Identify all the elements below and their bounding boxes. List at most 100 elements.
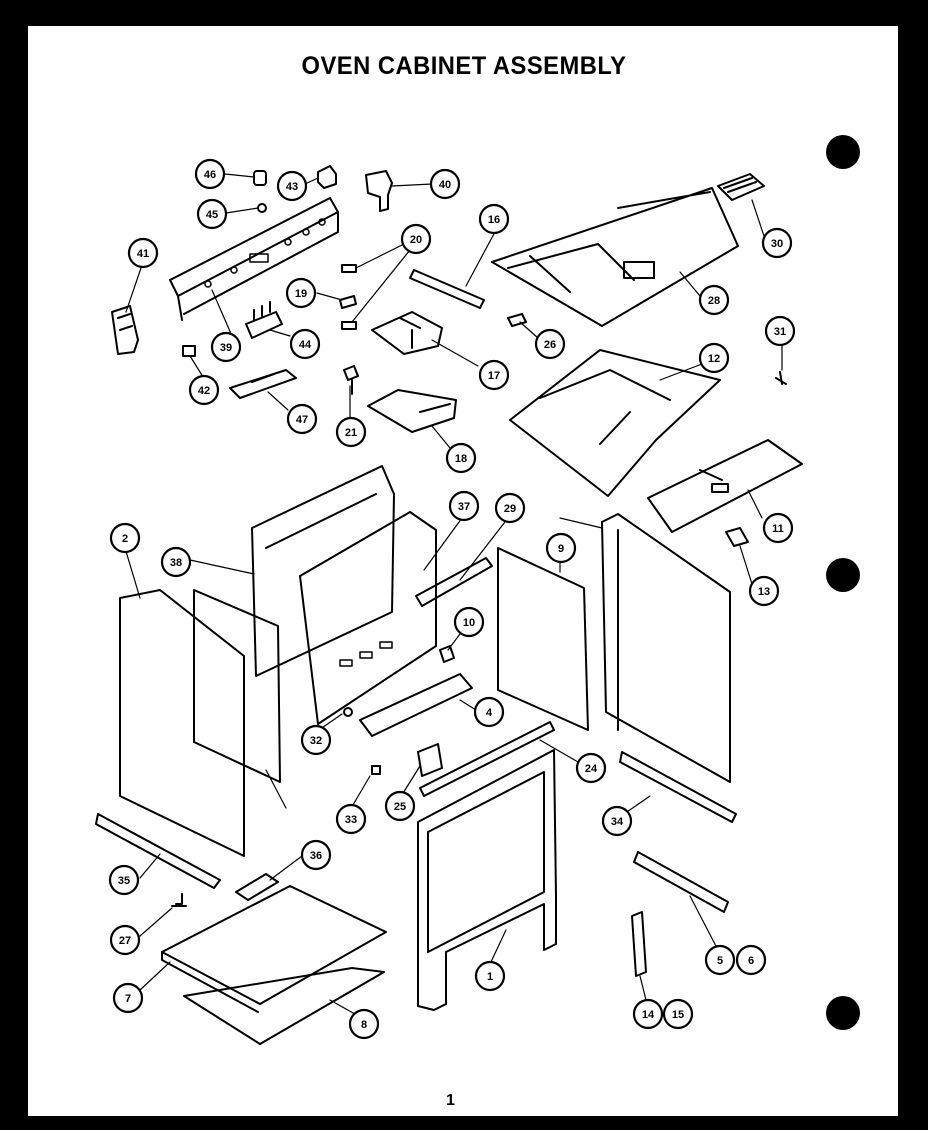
callout-11: 11 [762,512,794,544]
binder-hole [826,996,860,1030]
callout-13: 13 [748,575,780,607]
callout-17: 17 [478,359,510,391]
part-strip [415,557,493,607]
part-bottom-tray [161,885,387,1013]
callout-label: 9 [558,543,564,555]
part-thermostat [371,311,443,355]
callout-29: 29 [494,492,526,524]
callout-circle [698,342,730,374]
part-front-frame [417,749,557,1011]
callout-label: 35 [118,875,130,887]
callout-label: 41 [137,248,149,260]
callout-36: 36 [300,839,332,871]
part-fastener [343,707,353,717]
callout-label: 18 [455,453,467,465]
callout-circle [704,944,736,976]
part-box-bracket [367,389,457,433]
callout-circle [478,203,510,235]
part-rear-panel [647,439,803,533]
callout-circle [188,374,220,406]
part-clip [725,527,749,547]
callout-10: 10 [453,606,485,638]
callout-circle [348,1008,380,1040]
callout-circle [698,284,730,316]
part-right-side-panel [601,513,731,783]
part-terminal-block [245,301,283,339]
callout-label: 1 [487,971,493,983]
part-right-liner [497,547,589,731]
callout-label: 40 [439,179,451,191]
callout-44: 44 [289,328,321,360]
callout-label: 38 [170,557,182,569]
callout-label: 29 [504,503,516,515]
part-leveler [171,893,187,907]
callout-label: 16 [488,214,500,226]
callout-circle [445,442,477,474]
callout-label: 6 [748,955,754,967]
callout-circle [112,982,144,1014]
callout-25: 25 [384,790,416,822]
callout-40: 40 [429,168,461,200]
panel-holes [204,218,326,288]
page-number: 1 [446,1092,455,1109]
part-bracket [359,673,473,737]
callout-label: 47 [296,414,308,426]
part-left-side-panel [119,589,245,857]
callout-label: 32 [310,735,322,747]
callout-circle [494,492,526,524]
callout-24: 24 [575,752,607,784]
page-title: OVEN CABINET ASSEMBLY [301,52,627,80]
callout-circle [335,803,367,835]
part-liner [193,589,281,783]
callout-47: 47 [286,403,318,435]
callout-label: 11 [772,523,784,535]
part-switch [317,165,337,189]
callout-label: 37 [458,501,470,513]
callout-42: 42 [188,374,220,406]
callout-21: 21 [335,416,367,448]
callout-circle [335,416,367,448]
part-screw [775,371,787,385]
callout-8: 8 [348,1008,380,1040]
callout-circle [160,546,192,578]
callout-label: 5 [717,955,723,967]
part-hinge [631,911,647,977]
part-control-panel [169,197,339,321]
callout-circle [286,403,318,435]
callout-label: 46 [204,169,216,181]
part-rail [95,813,221,889]
callout-14: 14 [632,998,664,1030]
callout-circle [761,227,793,259]
callout-31: 31 [764,315,796,347]
part-rail [619,751,737,823]
callout-34: 34 [601,805,633,837]
callout-6: 6 [735,944,767,976]
callout-label: 7 [125,993,131,1005]
callout-circle [196,198,228,230]
callout-circle [545,532,577,564]
callout-18: 18 [445,442,477,474]
callout-label: 25 [394,801,406,813]
callout-45: 45 [196,198,228,230]
callout-label: 27 [119,935,131,947]
binder-hole [826,135,860,169]
callout-label: 28 [708,295,720,307]
callout-label: 36 [310,850,322,862]
part-bracket [235,873,279,901]
callout-circle [109,522,141,554]
binder-hole [826,558,860,592]
callout-circle [400,223,432,255]
part-side-bracket [111,305,139,355]
callout-4: 4 [473,696,505,728]
callout-28: 28 [698,284,730,316]
callout-label: 2 [122,533,128,545]
callout-30: 30 [761,227,793,259]
part-block [182,345,196,357]
callout-circle [194,158,226,190]
callout-label: 21 [345,427,357,439]
callout-7: 7 [112,982,144,1014]
callout-16: 16 [478,203,510,235]
callout-circle [748,575,780,607]
callout-circle [109,924,141,956]
